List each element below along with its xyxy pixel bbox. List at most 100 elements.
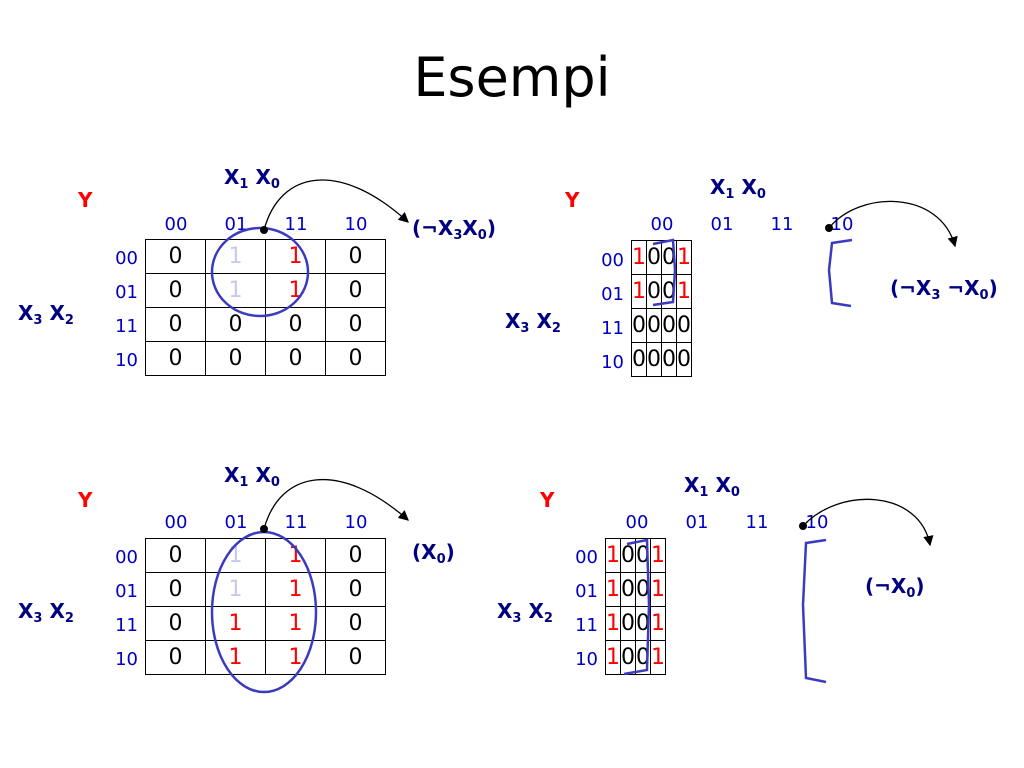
output-label: Y — [78, 488, 93, 512]
group-bracket-right — [827, 238, 853, 308]
row-code: 01 — [575, 581, 598, 602]
column-variables-label: X1 X0 — [684, 473, 740, 500]
row-code: 11 — [575, 615, 598, 636]
result-expression: (¬X0) — [865, 574, 925, 601]
cell: 1 — [205, 273, 266, 308]
group-ellipse — [210, 530, 318, 694]
row-code: 10 — [115, 350, 138, 371]
group-bracket-left — [623, 538, 651, 676]
cell: 0 — [145, 341, 206, 376]
kmap-3: Y X1 X0 X3 X2 00 01 11 10 00 01 11 10 0 … — [0, 0, 512, 675]
column-code: 01 — [224, 512, 248, 533]
cell: 0 — [646, 308, 662, 343]
row-code: 01 — [115, 581, 138, 602]
column-code: 10 — [805, 512, 829, 533]
cell: 0 — [325, 538, 386, 573]
cell: 0 — [325, 640, 386, 675]
column-variables-label: X1 X0 — [224, 165, 280, 192]
cell: 0 — [325, 273, 386, 308]
row-code: 00 — [601, 250, 624, 271]
output-label: Y — [565, 188, 580, 212]
result-expression: (X0) — [412, 540, 455, 567]
row-code: 10 — [575, 649, 598, 670]
cell: 0 — [325, 606, 386, 641]
kmap-grid: 1 0 0 1 1 0 0 1 0 0 0 0 0 0 0 0 — [631, 240, 692, 377]
column-variables-label: X1 X0 — [224, 463, 280, 490]
cell: 0 — [646, 342, 662, 377]
row-code: 00 — [575, 547, 598, 568]
column-code: 10 — [830, 214, 854, 235]
group-arrow — [263, 179, 409, 231]
cell: 0 — [620, 640, 636, 675]
cell: 0 — [265, 341, 326, 376]
column-code: 11 — [770, 214, 794, 235]
column-code: 01 — [685, 512, 709, 533]
table-row: 0 0 0 0 — [631, 308, 692, 343]
kmap-2: Y X1 X0 X3 X2 00 01 11 10 00 01 11 10 1 … — [0, 0, 998, 377]
cell: 1 — [650, 538, 666, 573]
cell: 0 — [145, 538, 206, 573]
row-code: 11 — [115, 316, 138, 337]
kmap-1: Y X1 X0 X3 X2 00 01 11 10 00 01 11 10 0 … — [0, 0, 512, 376]
group-ellipse — [210, 226, 310, 318]
result-expression: (¬X3X0) — [412, 216, 496, 243]
table-row: 1 0 0 1 — [605, 640, 666, 675]
column-code: 10 — [344, 214, 368, 235]
cell: 0 — [676, 342, 692, 377]
table-row: 0 1 1 0 — [145, 538, 386, 573]
cell: 1 — [265, 572, 326, 607]
cell: 0 — [145, 606, 206, 641]
group-arrow — [828, 200, 958, 248]
row-code: 01 — [601, 284, 624, 305]
column-code: 00 — [625, 512, 649, 533]
cell: 0 — [661, 342, 677, 377]
column-code: 00 — [164, 512, 188, 533]
column-code: 00 — [164, 214, 188, 235]
row-variables-label: X3 X2 — [18, 599, 74, 626]
row-code: 00 — [115, 547, 138, 568]
cell: 0 — [631, 308, 647, 343]
page-title: Esempi — [413, 46, 611, 109]
column-code: 01 — [224, 214, 248, 235]
row-code: 10 — [115, 649, 138, 670]
column-code: 01 — [710, 214, 734, 235]
group-bracket-left — [652, 238, 677, 307]
table-row: 0 1 1 0 — [145, 273, 386, 308]
row-variables-label: X3 X2 — [18, 301, 74, 328]
row-variables-label: X3 X2 — [497, 599, 553, 626]
cell: 0 — [676, 308, 692, 343]
cell: 1 — [676, 240, 692, 275]
group-arrow — [263, 478, 409, 530]
cell: 0 — [325, 307, 386, 342]
row-code: 11 — [115, 615, 138, 636]
column-code: 11 — [745, 512, 769, 533]
cell: 1 — [265, 640, 326, 675]
result-expression: (¬X3 ¬X0) — [890, 276, 998, 303]
cell: 0 — [145, 239, 206, 274]
row-code: 01 — [115, 282, 138, 303]
column-variables-label: X1 X0 — [710, 175, 766, 202]
cell: 0 — [325, 341, 386, 376]
cell: 1 — [631, 240, 647, 275]
column-code: 00 — [650, 214, 674, 235]
group-arrow — [802, 498, 934, 547]
cell: 1 — [605, 572, 621, 607]
kmap-grid: 1 0 0 1 1 0 0 1 1 0 0 1 1 0 0 1 — [605, 538, 666, 675]
cell: 1 — [650, 640, 666, 675]
output-label: Y — [540, 488, 555, 512]
cell: 0 — [325, 572, 386, 607]
row-variables-label: X3 X2 — [505, 309, 561, 336]
table-row: 0 1 1 0 — [145, 640, 386, 675]
cell: 0 — [145, 572, 206, 607]
cell: 1 — [205, 538, 266, 573]
column-code: 11 — [284, 214, 308, 235]
table-row: 0 0 0 0 — [631, 342, 692, 377]
cell: 0 — [205, 307, 266, 342]
cell: 1 — [676, 274, 692, 309]
row-code: 00 — [115, 248, 138, 269]
row-code: 11 — [601, 318, 624, 339]
row-code: 10 — [601, 352, 624, 373]
table-row: 0 0 0 0 — [145, 341, 386, 376]
cell: 0 — [145, 640, 206, 675]
